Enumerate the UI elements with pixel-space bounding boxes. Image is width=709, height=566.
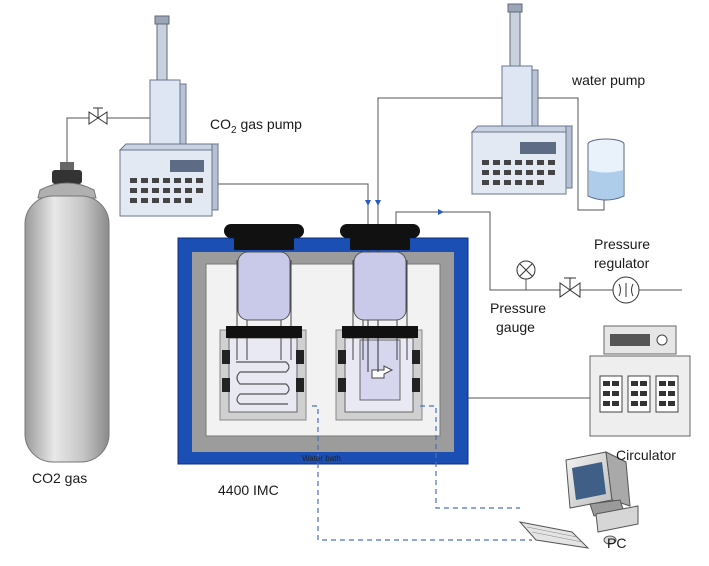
pc-label: PC xyxy=(607,535,627,551)
pressure-regulator-label-line1: Pressure xyxy=(594,236,651,252)
flow-arrows xyxy=(365,200,444,215)
co2-gas-cylinder xyxy=(24,162,110,463)
co2-gas-pump-label: CO2 gas pump xyxy=(210,116,302,136)
pressure-regulator-icon xyxy=(612,276,640,304)
regulator-valve-icon xyxy=(559,277,581,298)
co2-valve-icon xyxy=(88,107,108,125)
co2-feed-line xyxy=(218,183,369,230)
signal-lines xyxy=(312,405,532,541)
water-reservoir xyxy=(587,138,625,201)
pressure-gauge-label-line1: Pressure xyxy=(490,300,547,316)
water-bath-label: Water bath xyxy=(302,454,341,463)
pressure-line xyxy=(395,211,682,291)
pc-computer xyxy=(518,451,639,549)
pressure-gauge-icon xyxy=(516,260,536,280)
circulator xyxy=(589,325,691,437)
pressure-regulator-label-line2: regulator xyxy=(594,255,650,271)
co2-pump-label-prefix: CO xyxy=(210,116,231,132)
co2-gas-pump xyxy=(118,15,220,217)
circulator-label: Circulator xyxy=(616,447,676,463)
co2-supply-line xyxy=(66,117,150,162)
water-line xyxy=(538,97,605,211)
water-feed-line xyxy=(377,97,502,230)
co2-pump-label-subscript: 2 xyxy=(231,124,237,136)
pressure-gauge-label-line2: gauge xyxy=(496,319,535,335)
co2-pump-label-suffix: gas pump xyxy=(236,116,302,132)
water-pump xyxy=(470,3,574,195)
left-calorimeter-cell xyxy=(219,224,307,421)
imc-label: 4400 IMC xyxy=(218,482,279,498)
co2-gas-label: CO2 gas xyxy=(32,470,88,486)
right-calorimeter-cell xyxy=(335,224,423,421)
water-pump-label: water pump xyxy=(572,72,646,88)
